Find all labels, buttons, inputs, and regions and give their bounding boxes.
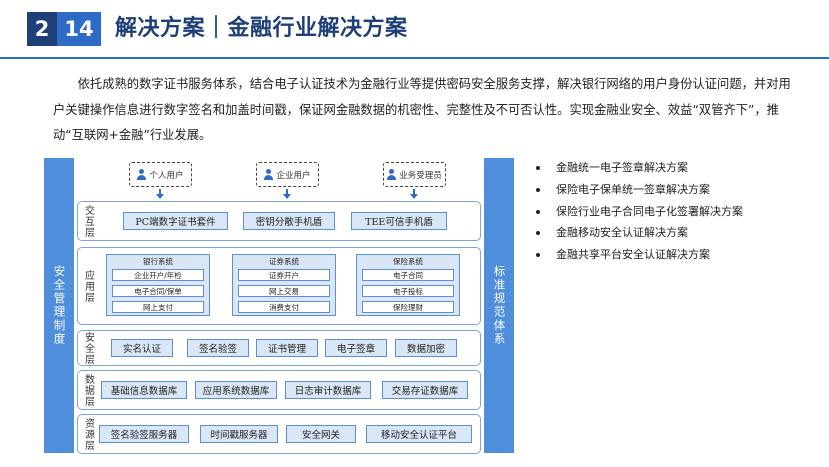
list-item: 保险电子保单统一签章解决方案 <box>534 179 824 201</box>
system-item: 网上交易 <box>238 285 330 297</box>
list-item: 金融共享平台安全认证解决方案 <box>534 244 824 266</box>
data-item: 日志审计数据库 <box>285 381 371 399</box>
system-securities: 证券系统 证券开户 网上交易 消费支付 <box>232 254 336 316</box>
security-item: 证书管理 <box>256 339 318 357</box>
layer-resource: 资源层 签名验签服务器 时间戳服务器 安全网关 移动安全认证平台 <box>77 414 481 454</box>
list-item: 保险行业电子合同电子化签署解决方案 <box>534 201 824 223</box>
list-item: 金融统一电子签章解决方案 <box>534 157 824 179</box>
resource-item: 时间戳服务器 <box>200 425 278 443</box>
user-enterprise: 企业用户 <box>256 162 319 187</box>
section-badge: 2 14 <box>27 12 101 46</box>
system-item: 消费支付 <box>238 301 330 313</box>
right-bar-standards: 标准规范体系 <box>484 158 514 453</box>
security-item: 签名验签 <box>187 339 249 357</box>
system-item: 证券开户 <box>238 269 330 281</box>
user-icon <box>387 169 397 180</box>
page-number: 14 <box>57 12 101 46</box>
layer-data: 数据层 基础信息数据库 应用系统数据库 日志审计数据库 交易存证数据库 <box>77 370 481 410</box>
security-item: 实名认证 <box>111 339 173 357</box>
left-bar-security-management: 安全管理制度 <box>44 158 74 453</box>
system-item: 企业开户/年检 <box>112 269 204 281</box>
user-personal: 个人用户 <box>129 162 192 187</box>
layer-application: 应用层 银行系统 企业开户/年检 电子合同/保单 网上支付 证券系统 证券开户 … <box>77 247 481 325</box>
interaction-item: 密钥分散手机盾 <box>243 212 335 230</box>
solutions-list: 金融统一电子签章解决方案 保险电子保单统一签章解决方案 保险行业电子合同电子化签… <box>534 157 824 266</box>
system-item: 网上支付 <box>112 301 204 313</box>
data-item: 交易存证数据库 <box>382 381 468 399</box>
layer-security: 安全层 实名认证 签名验签 证书管理 电子签章 数据加密 <box>77 330 481 366</box>
header-divider <box>0 57 829 59</box>
system-bank: 银行系统 企业开户/年检 电子合同/保单 网上支付 <box>106 254 210 316</box>
layer-interaction: 交互层 PC端数字证书套件 密钥分散手机盾 TEE可信手机盾 <box>77 201 481 241</box>
intro-paragraph: 依托成熟的数字证书服务体系，结合电子认证技术为金融行业等提供密码安全服务支撑，解… <box>53 72 793 149</box>
interaction-item: PC端数字证书套件 <box>123 212 228 230</box>
intro-text: 依托成熟的数字证书服务体系，结合电子认证技术为金融行业等提供密码安全服务支撑，解… <box>53 77 791 142</box>
data-item: 基础信息数据库 <box>101 381 187 399</box>
section-number: 2 <box>27 12 57 46</box>
security-item: 数据加密 <box>395 339 457 357</box>
resource-item: 安全网关 <box>286 425 356 443</box>
system-item: 保险理财 <box>362 301 454 313</box>
list-item: 金融移动安全认证解决方案 <box>534 222 824 244</box>
user-business-clerk: 业务受理员 <box>383 162 446 187</box>
security-item: 电子签章 <box>325 339 387 357</box>
system-item: 电子合同/保单 <box>112 285 204 297</box>
interaction-item: TEE可信手机盾 <box>351 212 447 230</box>
resource-item: 签名验签服务器 <box>99 425 189 443</box>
resource-item: 移动安全认证平台 <box>366 425 472 443</box>
user-icon <box>264 169 274 180</box>
page-title: 解决方案｜金融行业解决方案 <box>115 16 408 41</box>
system-item: 电子合同 <box>362 269 454 281</box>
data-item: 应用系统数据库 <box>195 381 277 399</box>
system-item: 电子投标 <box>362 285 454 297</box>
user-icon <box>137 169 147 180</box>
system-insurance: 保险系统 电子合同 电子投标 保险理财 <box>356 254 460 316</box>
